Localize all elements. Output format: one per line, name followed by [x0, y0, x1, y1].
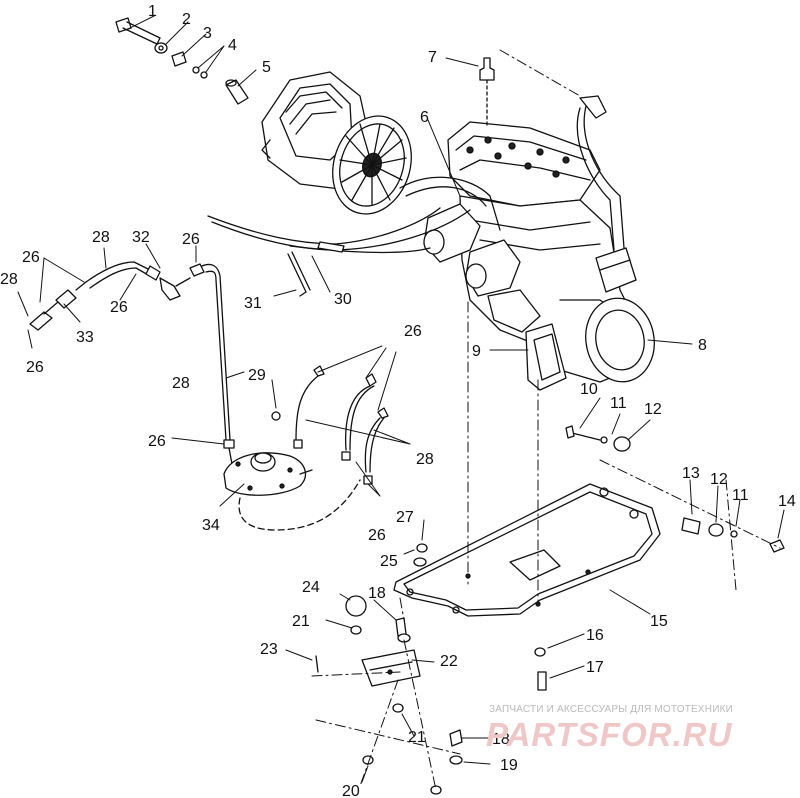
callout-label: 1 — [148, 3, 157, 20]
callout-label: 24 — [302, 579, 320, 596]
fuel-pump — [223, 452, 361, 531]
callout-label: 26 — [110, 299, 128, 316]
callout-label: 18 — [368, 585, 386, 602]
engine-assembly — [423, 57, 655, 391]
callout-label: 19 — [500, 757, 518, 774]
callout-label: 11 — [732, 487, 749, 504]
callout-label: 34 — [202, 517, 220, 534]
callout-label: 7 — [428, 49, 437, 66]
fuel-lines — [29, 261, 235, 465]
callout-label: 30 — [334, 291, 352, 308]
watermark-logo: PARTSFOR.RU — [486, 716, 733, 753]
callout-label: 28 — [0, 271, 18, 288]
callout-label: 28 — [416, 451, 434, 468]
leader-lines — [17, 15, 785, 783]
callout-label: 31 — [244, 295, 262, 312]
callout-label: 10 — [580, 381, 598, 398]
callout-label: 2 — [182, 11, 191, 28]
callout-label: 20 — [342, 783, 360, 798]
callout-label: 12 — [710, 471, 728, 488]
callout-label: 29 — [248, 367, 266, 384]
callout-label: 21 — [408, 729, 426, 746]
watermark-tagline: ЗАПЧАСТИ И АКСЕССУАРЫ ДЛЯ МОТОТЕХНИКИ — [489, 704, 734, 715]
callout-label: 3 — [203, 25, 212, 42]
callout-label: 17 — [586, 659, 604, 676]
drive-clutch — [261, 71, 412, 215]
belly-pan — [393, 483, 661, 617]
clutch-bolt-stack — [115, 17, 249, 105]
callout-label: 26 — [26, 359, 44, 376]
callout-label: 21 — [292, 613, 310, 630]
callout-labels: 1 2 3 4 5 6 7 8 9 10 11 12 13 12 11 14 1… — [0, 3, 796, 798]
lower-mount-hardware — [315, 543, 547, 795]
callout-label: 33 — [76, 329, 94, 346]
callout-label: 8 — [698, 337, 707, 354]
callout-label: 26 — [22, 249, 40, 266]
callout-label: 28 — [172, 375, 190, 392]
callout-label: 26 — [182, 231, 200, 248]
callout-label: 26 — [148, 433, 166, 450]
callout-label: 4 — [228, 37, 237, 54]
callout-label: 5 — [262, 59, 271, 76]
callout-label: 28 — [92, 229, 110, 246]
callout-label: 25 — [380, 553, 398, 570]
callout-label: 26 — [368, 527, 386, 544]
pulse-lines — [271, 365, 389, 485]
callout-label: 11 — [610, 395, 627, 412]
callout-label: 9 — [472, 343, 481, 360]
callout-label: 18 — [492, 731, 510, 748]
callout-label: 16 — [586, 627, 604, 644]
callout-label: 15 — [650, 613, 668, 630]
callout-label: 22 — [440, 653, 458, 670]
callout-label: 27 — [396, 509, 414, 526]
callout-label: 14 — [778, 493, 796, 510]
callout-label: 32 — [132, 229, 150, 246]
throttle-cables — [207, 176, 501, 297]
callout-label: 26 — [404, 323, 422, 340]
callout-label: 13 — [682, 465, 700, 482]
callout-label: 23 — [260, 641, 278, 658]
center-lines — [311, 49, 781, 791]
callout-label: 12 — [644, 401, 662, 418]
callout-label: 6 — [420, 109, 429, 126]
